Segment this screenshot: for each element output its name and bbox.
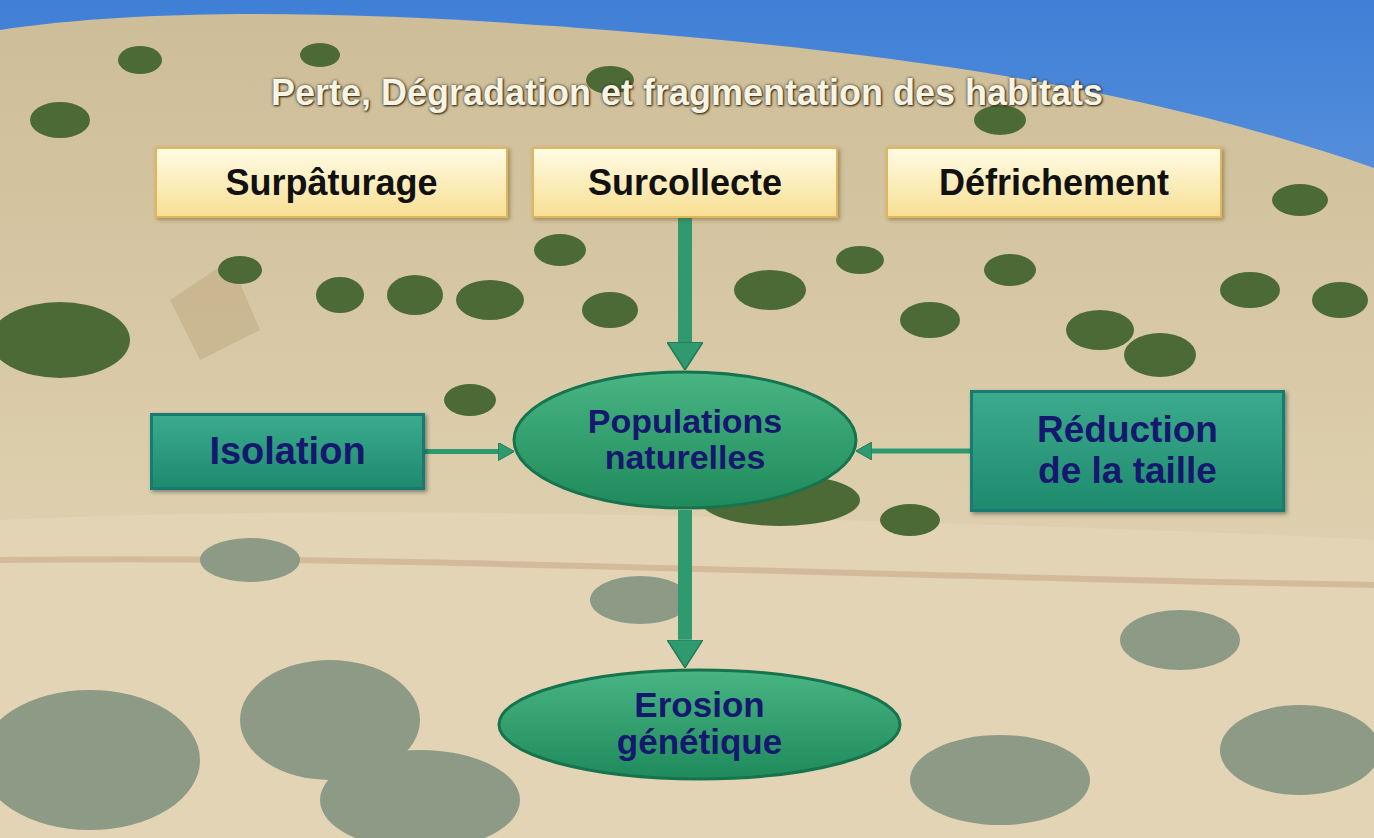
ellipse-shape xyxy=(499,670,900,779)
shrub xyxy=(456,280,524,320)
node-label: Erosion génétique xyxy=(590,687,810,761)
arrow-connector xyxy=(425,449,498,454)
grey-shrub xyxy=(320,750,520,838)
shrub xyxy=(387,275,443,315)
shrub xyxy=(0,302,130,378)
ellipse-node: Erosion génétique xyxy=(497,668,902,781)
grey-shrub xyxy=(590,576,690,624)
node-label: Populations naturelles xyxy=(570,404,800,475)
shrub xyxy=(444,384,496,416)
process-box: Réduction de la taille xyxy=(970,390,1285,512)
node-label: Surpâturage xyxy=(225,163,437,203)
arrow-connector xyxy=(678,218,692,342)
shrub xyxy=(1312,282,1368,318)
grey-shrub xyxy=(1220,705,1374,795)
diagram-title: Perte, Dégradation et fragmentation des … xyxy=(0,72,1374,114)
shrub xyxy=(118,46,162,74)
node-label: Isolation xyxy=(209,431,365,473)
arrow-connector xyxy=(678,510,692,640)
process-box: Surpâturage xyxy=(155,147,508,218)
shrubs xyxy=(0,43,1368,536)
arrow-connector xyxy=(872,449,970,454)
shrub xyxy=(218,256,262,284)
shrub xyxy=(900,302,960,338)
shrub xyxy=(1066,310,1134,350)
shrub xyxy=(316,277,364,313)
shrub xyxy=(1124,333,1196,377)
process-box: Isolation xyxy=(150,413,425,490)
shrub xyxy=(300,43,340,67)
shrub xyxy=(1220,272,1280,308)
ellipse-node: Populations naturelles xyxy=(512,370,858,510)
shrub xyxy=(534,234,586,266)
shrub xyxy=(984,254,1036,286)
shrub xyxy=(734,270,806,310)
ellipse-shape xyxy=(514,372,856,508)
grey-shrub xyxy=(0,690,200,830)
grey-shrub xyxy=(1120,610,1240,670)
shrub xyxy=(1272,184,1328,216)
node-label: Défrichement xyxy=(939,163,1169,203)
node-label: Réduction de la taille xyxy=(1022,410,1234,491)
node-label: Surcollecte xyxy=(588,163,782,203)
process-box: Défrichement xyxy=(886,147,1222,218)
hill xyxy=(0,14,1374,838)
shrub xyxy=(582,292,638,328)
shrub xyxy=(30,102,90,138)
shrub xyxy=(836,246,884,274)
process-box: Surcollecte xyxy=(532,147,838,218)
grey-shrub xyxy=(200,538,300,582)
grey-shrub xyxy=(910,735,1090,825)
shrub xyxy=(880,504,940,536)
